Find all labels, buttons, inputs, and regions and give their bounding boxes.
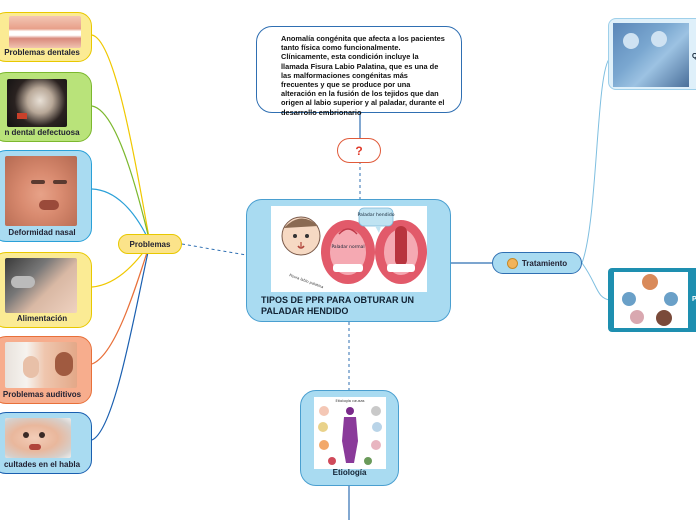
treatment-surgery-card[interactable]: Q [608,18,696,90]
problem-card-label: n dental defectuosa [4,128,80,137]
problem-card-dentales[interactable]: Problemas dentales [0,12,92,62]
tratamiento-label: Tratamiento [521,258,568,268]
teeth-photo [9,16,81,48]
problem-card-label: Problemas auditivos [2,390,82,399]
problem-card-label: Problemas dentales [4,48,80,57]
cleft-palate-illustration: Paladar hendido Paladar normal Fisura la… [271,206,427,292]
baby-face-photo [5,156,77,226]
etiologia-label: Etiología [332,468,367,477]
etiologia-node[interactable]: Etiología causas Etiología [300,390,399,486]
surgery-card-letter: Q [692,53,696,60]
problem-card-dental-defectuosa[interactable]: n dental defectuosa [0,72,92,142]
prosthesis-card-letter: P [692,296,696,303]
problemas-node[interactable]: Problemas [118,234,182,254]
central-topic-node[interactable]: Paladar hendido Paladar normal Fisura la… [246,199,451,322]
prosthesis-diagram [614,272,688,328]
etiology-header: Etiología causas [335,399,364,403]
feeding-baby-photo [5,258,77,313]
question-node[interactable]: ? [337,138,381,163]
problem-card-label: Deformidad nasal [8,228,76,237]
person-icon [506,257,518,269]
problem-card-habla[interactable]: cultades en el habla [0,412,92,474]
definition-box[interactable]: Anomalía congénita que afecta a los paci… [256,26,462,117]
normal-palate-label: Paladar normal [331,244,364,250]
definition-text: Anomalía congénita que afecta a los paci… [281,34,445,117]
problem-card-label: Alimentación [16,314,68,323]
problem-card-deformidad-nasal[interactable]: Deformidad nasal [0,150,92,242]
etiology-figure: Etiología causas [318,399,382,465]
ear-exam-photo [5,342,77,388]
lip-label: Fisura labio palatina [289,273,324,289]
treatment-prosthesis-card[interactable]: P [608,268,696,332]
skull-xray-image [7,79,67,127]
palate-bubble-label: Paladar hendido [357,212,394,218]
problem-card-label: cultades en el habla [3,460,81,469]
problemas-label: Problemas [129,239,171,249]
problem-card-alimentacion[interactable]: Alimentación [0,252,92,328]
question-mark: ? [355,143,363,158]
tratamiento-node[interactable]: Tratamiento [492,252,582,274]
baby-speech-photo [5,418,71,458]
surgery-photo [613,23,689,87]
etiology-infographic: Etiología causas [314,397,386,469]
problem-card-auditivos[interactable]: Problemas auditivos [0,336,92,404]
central-topic-title: TIPOS DE PPR PARA OBTURAR UN PALADAR HEN… [261,295,415,316]
palate-diagram: Paladar hendido Paladar normal Fisura la… [281,207,427,289]
